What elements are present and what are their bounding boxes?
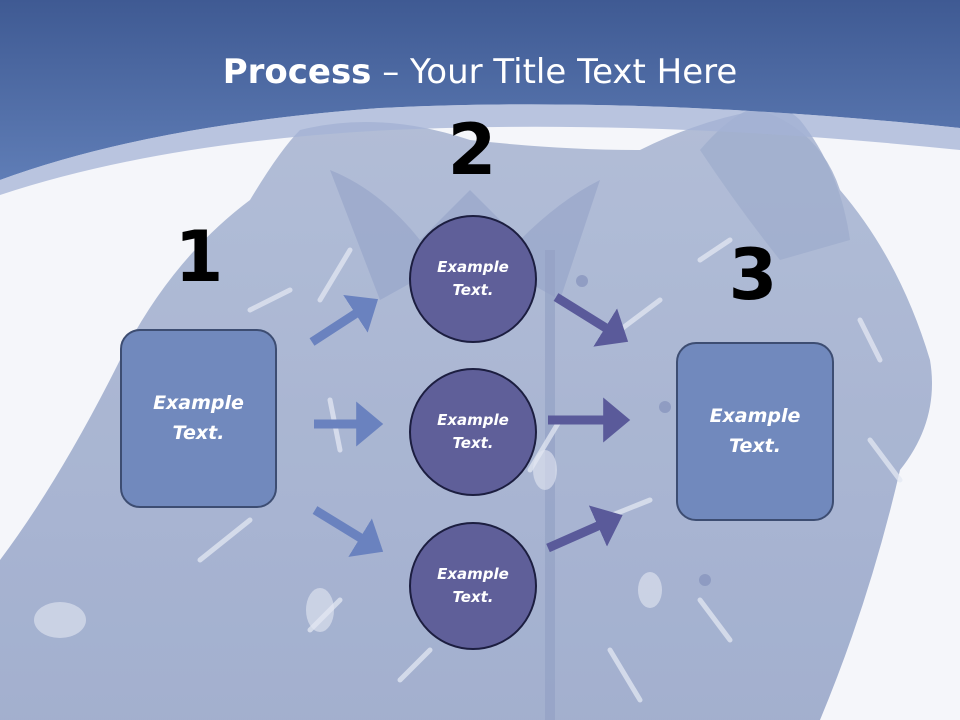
step-number-2: 2 (447, 109, 497, 191)
arrow-1-to-bottom (312, 506, 384, 557)
arrow-1-to-top (309, 294, 379, 346)
title-bold: Process (222, 52, 372, 92)
step-1-box: Example Text. (120, 329, 277, 508)
circle-bottom-label: Example Text. (437, 564, 509, 606)
step-number-3: 3 (728, 234, 778, 316)
circle-top-label: Example Text. (437, 257, 509, 299)
arrow-top-to-3 (553, 293, 629, 347)
step-1-label: Example Text. (153, 392, 244, 444)
slide-title: Process – Your Title Text Here (0, 52, 960, 92)
title-rest: – Your Title Text Here (371, 52, 738, 92)
arrow-bottom-to-3 (546, 505, 623, 553)
step-3-label: Example Text. (709, 405, 801, 457)
header-band (0, 0, 960, 195)
step-3-box: Example Text. (676, 342, 834, 521)
step-number-1: 1 (174, 216, 224, 298)
circle-top: Example Text. (409, 215, 537, 343)
circle-middle-label: Example Text. (437, 410, 509, 452)
circle-middle: Example Text. (409, 368, 537, 496)
circle-bottom: Example Text. (409, 522, 537, 650)
